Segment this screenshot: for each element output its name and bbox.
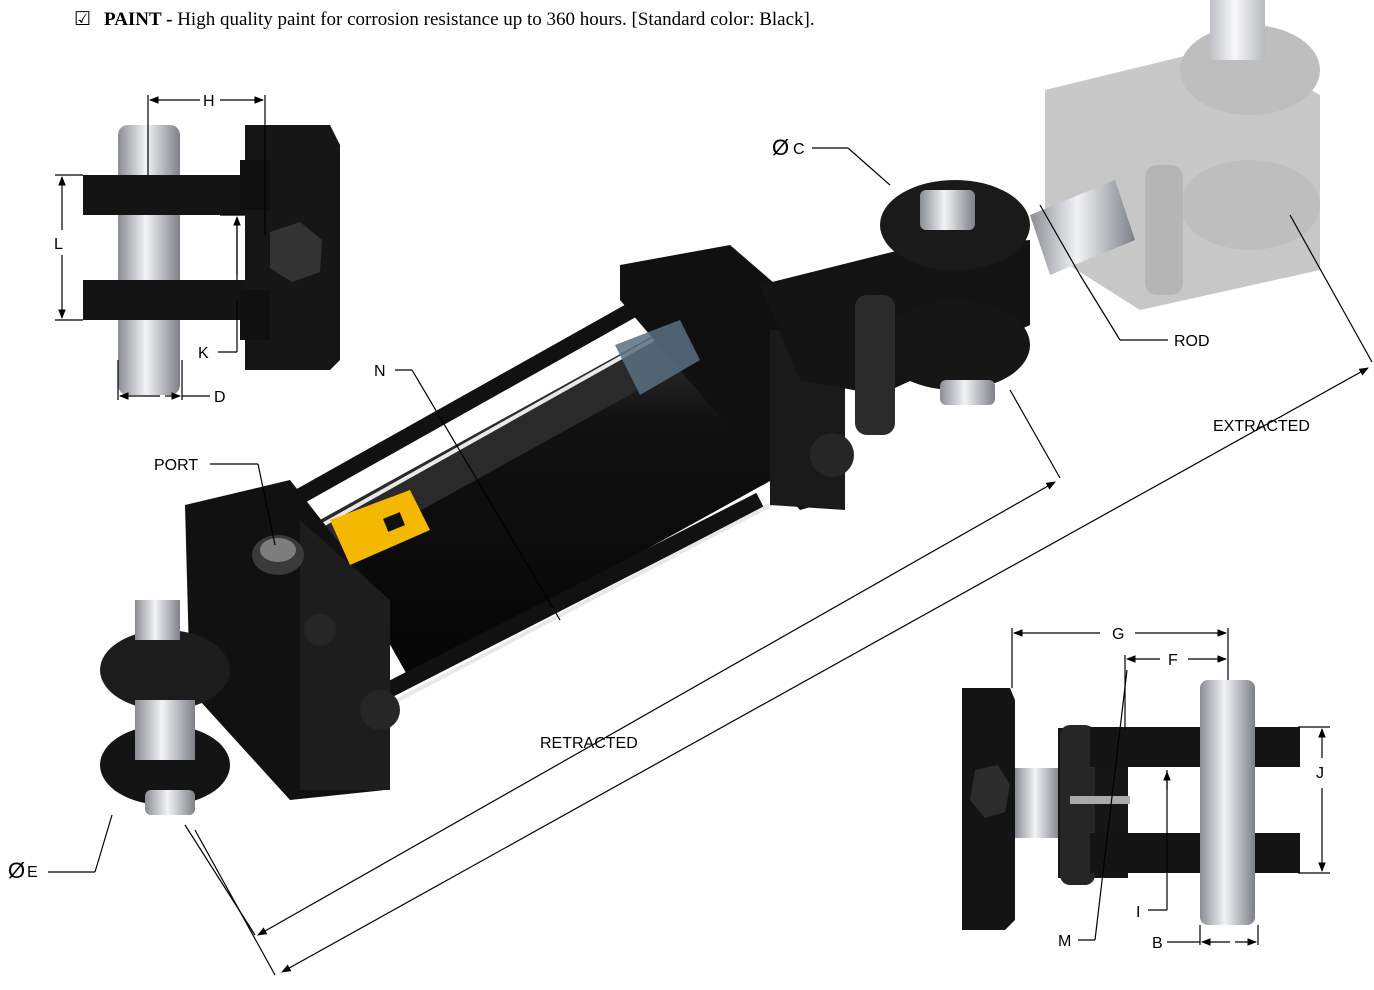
label-m: M — [1058, 933, 1071, 950]
label-f: F — [1168, 652, 1178, 669]
label-rod: ROD — [1174, 333, 1210, 350]
paint-spec-line: ☑ PAINT - High quality paint for corrosio… — [74, 8, 815, 31]
checkbox-icon: ☑ — [74, 9, 92, 30]
detail-view-bottom-right — [962, 680, 1300, 930]
label-l: L — [54, 236, 63, 253]
label-g: G — [1112, 626, 1124, 643]
label-c-symbol: Ø — [772, 135, 789, 160]
label-h: H — [203, 93, 215, 110]
label-e: E — [27, 864, 38, 881]
label-i: I — [1136, 904, 1140, 921]
label-port: PORT — [154, 457, 198, 474]
label-n: N — [374, 363, 386, 380]
spec-title: PAINT - — [104, 9, 173, 30]
label-retracted: RETRACTED — [540, 735, 638, 752]
label-e-symbol: Ø — [8, 858, 25, 883]
dimension-lines — [48, 95, 1373, 976]
label-j: J — [1316, 765, 1324, 782]
dimension-labels: H L K D Ø C ROD N EXTRACTED PORT RETRACT… — [8, 93, 1324, 952]
label-k: K — [198, 345, 209, 362]
label-b: B — [1152, 935, 1163, 952]
detail-view-top-left — [83, 125, 340, 395]
spec-text: High quality paint for corrosion resista… — [177, 9, 815, 30]
label-extracted: EXTRACTED — [1213, 418, 1310, 435]
label-c: C — [793, 141, 805, 158]
extended-clevis-ghost — [1045, 0, 1320, 310]
label-d: D — [214, 389, 226, 406]
